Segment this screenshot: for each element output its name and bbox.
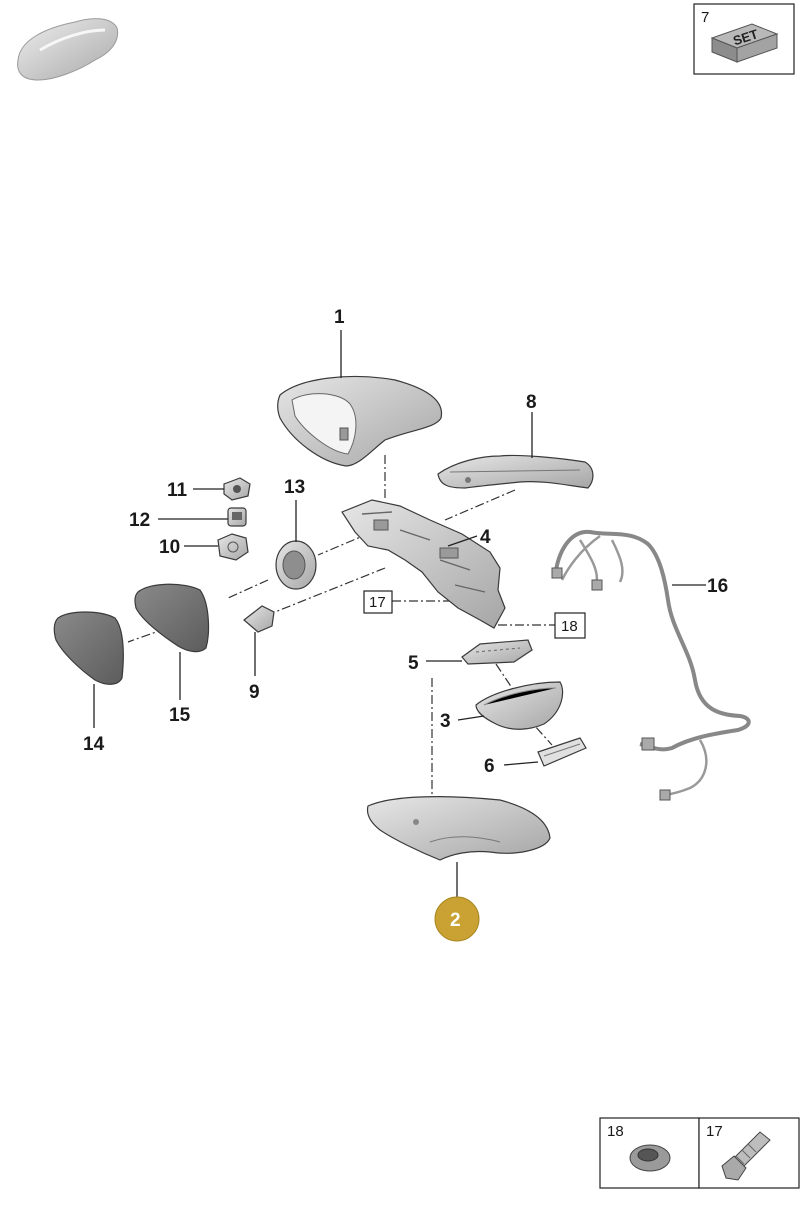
screw-icon[interactable] xyxy=(721,1131,771,1181)
part-4-mirror-base-frame[interactable] xyxy=(341,499,506,629)
part-3-lower-housing[interactable] xyxy=(475,681,564,730)
callout-6[interactable]: 6 xyxy=(484,756,495,777)
car-thumbnail-icon xyxy=(17,18,119,81)
callouts: 1 8 4 11 12 10 13 9 14 15 16 5 3 6 xyxy=(83,307,728,777)
set-box[interactable]: 7 SET xyxy=(693,3,795,75)
callout-16[interactable]: 16 xyxy=(707,576,728,597)
callout-2: 2 xyxy=(450,910,461,931)
set-icon-text: SET xyxy=(731,26,760,48)
callout-1[interactable]: 1 xyxy=(334,307,345,328)
part-9-turn-signal[interactable] xyxy=(243,605,275,633)
set-box-number: 7 xyxy=(701,9,709,26)
callout-12[interactable]: 12 xyxy=(129,510,150,531)
part-8-bracket-strip[interactable] xyxy=(437,454,594,489)
leader-lines xyxy=(93,330,706,898)
boxed-ref-17-label: 17 xyxy=(369,594,386,611)
part-10-adjuster[interactable] xyxy=(217,533,249,561)
boxed-ref-17[interactable]: 17 xyxy=(363,590,393,614)
callout-2-highlight[interactable]: 2 xyxy=(434,896,480,942)
part-6-puddle-light[interactable] xyxy=(537,737,587,767)
callout-8[interactable]: 8 xyxy=(526,392,537,413)
callout-10[interactable]: 10 xyxy=(159,537,180,558)
boxed-ref-18[interactable]: 18 xyxy=(554,612,586,639)
callout-13[interactable]: 13 xyxy=(284,477,305,498)
callout-3[interactable]: 3 xyxy=(440,711,451,732)
part-1-mirror-housing[interactable] xyxy=(277,375,443,467)
part-15-mirror-glass[interactable] xyxy=(134,583,210,653)
part-12-motor[interactable] xyxy=(227,507,247,527)
part-16-wiring-harness[interactable] xyxy=(551,529,751,801)
boxed-ref-18-label: 18 xyxy=(561,618,578,635)
callout-5[interactable]: 5 xyxy=(408,653,419,674)
grommet-icon[interactable] xyxy=(629,1144,671,1172)
callout-9[interactable]: 9 xyxy=(249,682,260,703)
callout-4[interactable]: 4 xyxy=(480,527,491,548)
callout-11[interactable]: 11 xyxy=(167,480,188,501)
part-11-clip[interactable] xyxy=(223,477,251,501)
legend-17-label: 17 xyxy=(706,1123,723,1140)
part-14-mirror-glass[interactable] xyxy=(53,611,124,685)
set-cube-icon: SET xyxy=(710,23,779,63)
part-5-frame[interactable] xyxy=(461,639,533,665)
part-2-mirror-cover[interactable] xyxy=(366,796,551,861)
part-13-motor-unit[interactable] xyxy=(275,540,317,590)
legend-18-label: 18 xyxy=(607,1123,624,1140)
hardware-legend: 18 17 xyxy=(599,1117,800,1189)
callout-15[interactable]: 15 xyxy=(169,705,191,726)
callout-14[interactable]: 14 xyxy=(83,734,105,755)
